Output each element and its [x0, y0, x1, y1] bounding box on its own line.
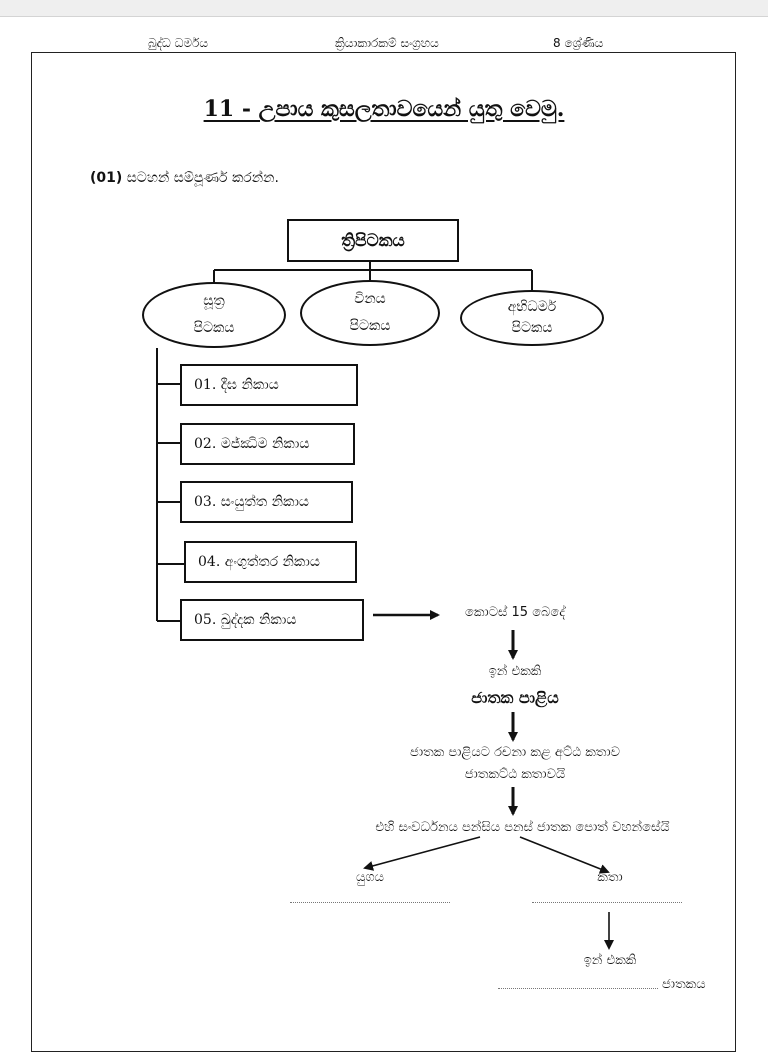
nikaya-box-3: 03. සංයුත්ත නිකාය — [180, 481, 353, 523]
flow-step-3: ජාතක පාළිය — [471, 688, 559, 707]
flow-step-5: එහි සංවර්ධනය පන්සිය පනස් ජාතක පොත් වහන්ස… — [375, 820, 670, 835]
nikaya-box-5: 05. ඛුද්දක නිකාය — [180, 599, 364, 641]
header-grade: 8 ශ්‍රේණිය — [553, 36, 604, 50]
nikaya-box-2: 02. මජ්ඣිම නිකාය — [180, 423, 355, 465]
flow-step-2: ඉන් එකකි — [488, 664, 542, 679]
pitaka-sutta-line1: සූත්‍ර — [203, 293, 225, 310]
nikaya-box-4: 04. අංගුත්තර නිකාය — [184, 541, 357, 583]
final-suffix: ජාතකය — [662, 977, 706, 992]
pitaka-vinaya-line1: විනය — [354, 291, 386, 308]
final-prefix: ඉන් එකකි — [583, 953, 637, 968]
header-subject: බුද්ධ ධර්මය — [148, 36, 209, 50]
pitaka-abhidharma-line1: අභිධර්ම — [507, 299, 557, 315]
pitaka-abhidharma-ellipse: අභිධර්ම පිටකය — [460, 290, 604, 346]
pitaka-sutta-line2: පිටකය — [193, 320, 235, 336]
flow-step-4b: ජාතකට්ඨ කතාවයි — [464, 767, 566, 782]
pitaka-vinaya-ellipse: විනය පිටකය — [300, 280, 440, 346]
branch-right-blank — [532, 902, 682, 903]
pitaka-abhidharma-line2: පිටකය — [511, 320, 553, 336]
branch-left-label: යුගය — [356, 870, 384, 885]
branch-left-blank — [290, 902, 450, 903]
flow-step-1: කොටස් 15 බෙදේ — [465, 605, 565, 620]
instruction-number: (01) — [90, 170, 123, 186]
flow-step-4a: ජාතක පාළියට රචනා කළ අට්ඨ කතාව — [410, 745, 620, 760]
branch-right-label: කතා — [597, 870, 623, 885]
pitaka-sutta-ellipse: සූත්‍ර පිටකය — [142, 282, 286, 348]
instruction: (01) සටහන් සම්පූර්ණ කරන්න. — [90, 170, 279, 186]
diagram-connectors — [156, 262, 614, 950]
nikaya-box-1: 01. දීඝ නිකාය — [180, 364, 358, 406]
page-title: 11 - උපාය කුසලතාවයෙන් යුතු වෙමු. — [203, 96, 565, 122]
final-blank — [498, 988, 658, 989]
tripitaka-box: ත්‍රිපිටකය — [287, 219, 459, 262]
header-book: ක්‍රියාකාරකම් සංග්‍රහය — [335, 36, 439, 50]
pitaka-vinaya-line2: පිටකය — [349, 318, 391, 334]
top-toolbar — [0, 0, 768, 17]
instruction-text: සටහන් සම්පූර්ණ කරන්න. — [126, 170, 279, 186]
